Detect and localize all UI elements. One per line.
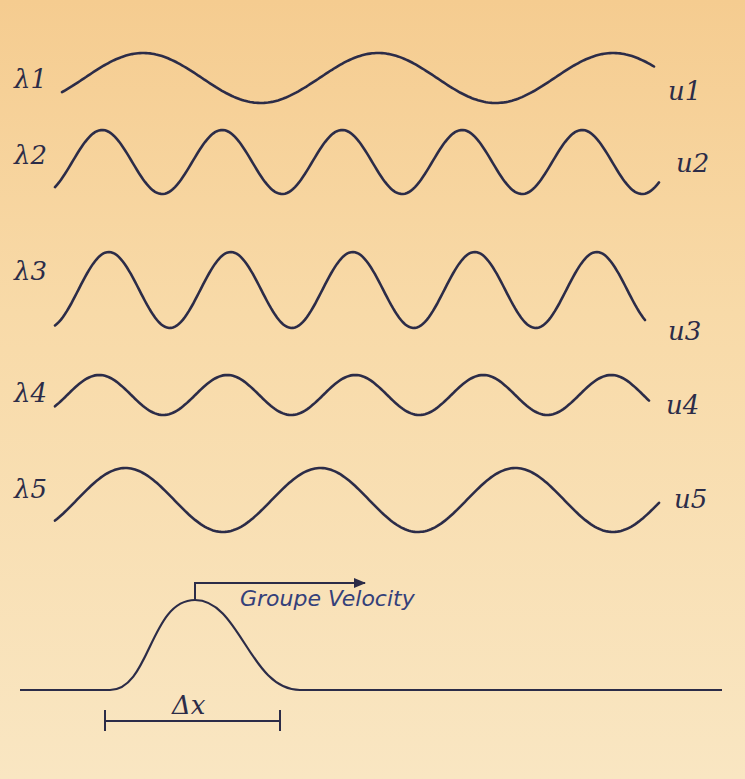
- sine-wave: [55, 468, 659, 532]
- wavelength-label: λ1: [14, 66, 47, 92]
- wave-packet: [20, 600, 722, 690]
- velocity-label: u5: [674, 486, 707, 512]
- bracket-tick: [279, 710, 281, 731]
- velocity-label: u1: [668, 78, 701, 104]
- bracket-tick: [104, 710, 106, 731]
- wavelength-label: λ3: [14, 258, 47, 284]
- sine-wave: [62, 53, 654, 103]
- wave-group: [55, 53, 659, 532]
- packet-width-label: Δx: [172, 692, 205, 718]
- velocity-label: u3: [668, 318, 701, 344]
- velocity-label: u4: [666, 392, 699, 418]
- velocity-label: u2: [676, 150, 709, 176]
- wavelength-label: λ5: [14, 476, 47, 502]
- wavelength-label: λ2: [14, 142, 47, 168]
- sine-wave: [55, 375, 649, 415]
- sine-wave: [55, 130, 659, 194]
- sine-wave: [55, 252, 645, 328]
- wavelength-label: λ4: [14, 380, 47, 406]
- group-velocity-label: Groupe Velocity: [240, 588, 415, 610]
- width-bracket: [105, 720, 280, 722]
